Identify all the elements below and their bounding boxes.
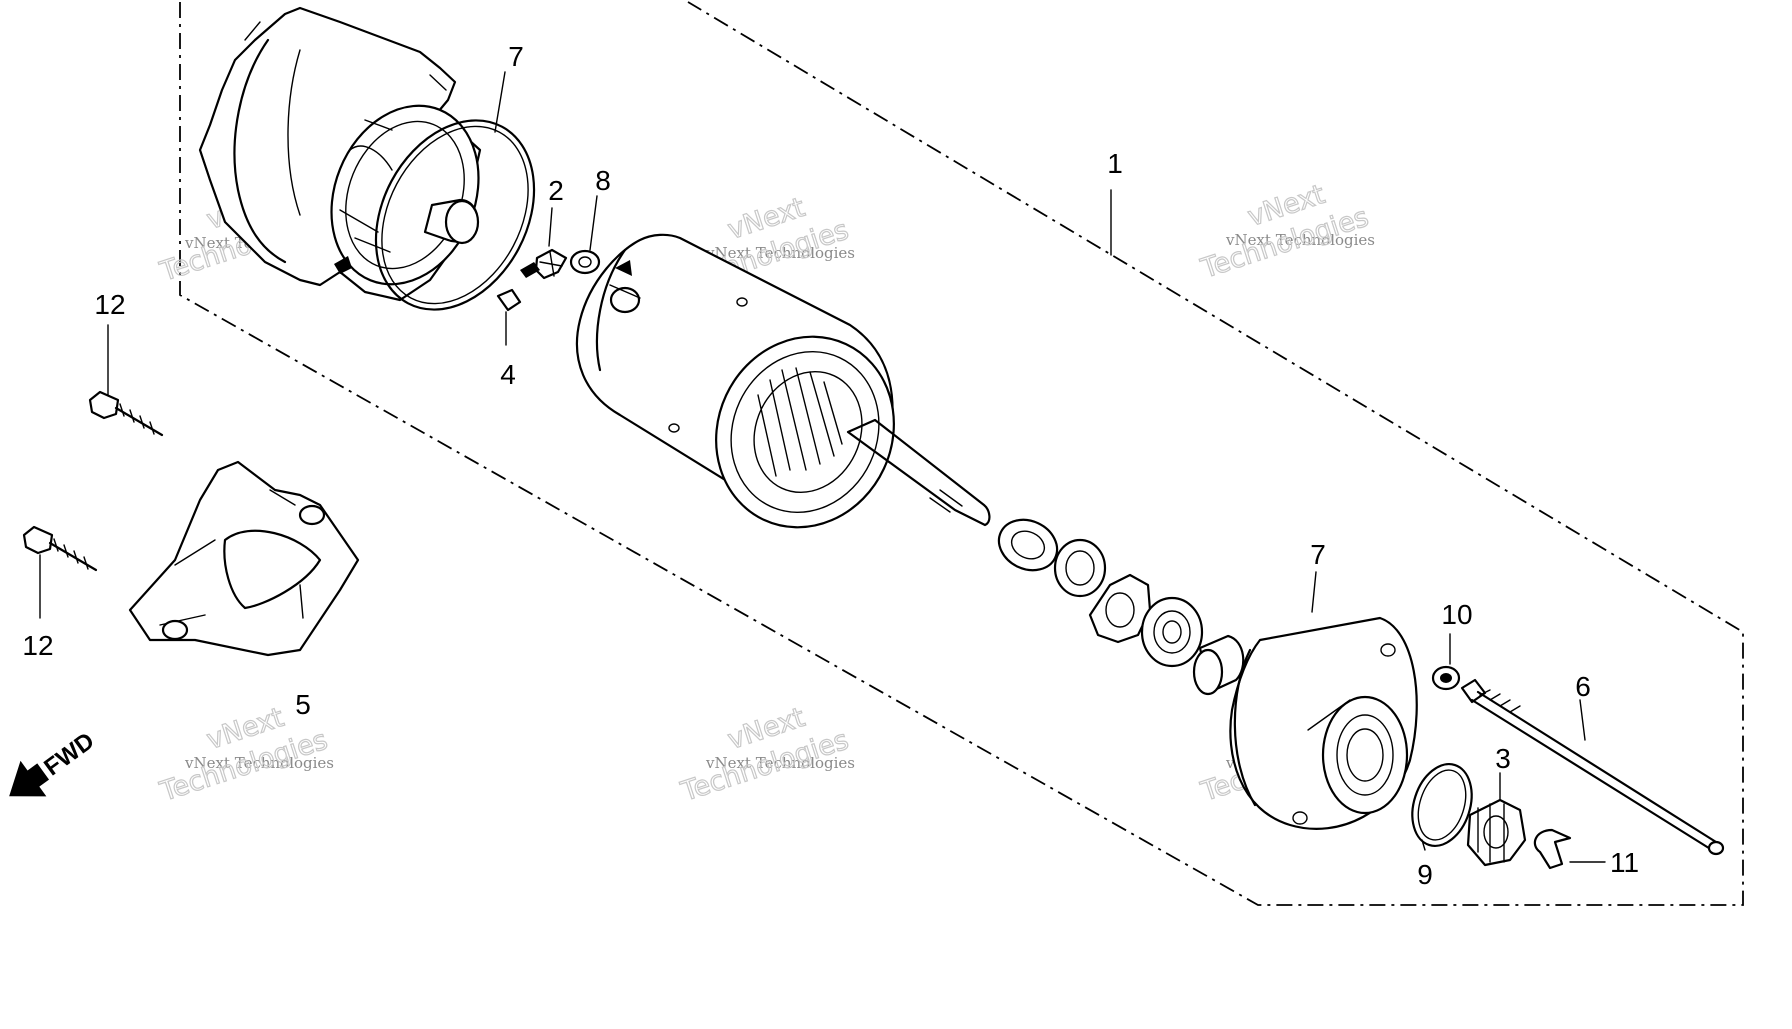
fwd-arrow-icon: [9, 760, 50, 797]
callout-numbers: 7 2 8 4 1 7 10 6 3 9 11 12 12 5: [22, 41, 1639, 890]
front-cover: [1229, 616, 1418, 830]
bearing: [1140, 596, 1204, 668]
callout-5: 5: [295, 689, 311, 720]
watermark-text: vNext Technologies: [184, 754, 334, 772]
watermark-text: vNext Technologies: [705, 244, 855, 262]
callout-12-top: 12: [94, 289, 125, 320]
mounting-bracket: [128, 460, 360, 657]
callout-9: 9: [1417, 859, 1433, 890]
thrust-washers: [997, 518, 1107, 598]
through-bolt: [1460, 678, 1725, 856]
callout-6: 6: [1575, 671, 1591, 702]
callout-8: 8: [595, 165, 611, 196]
pinion-gear: [1466, 798, 1527, 867]
rear-cover: [198, 6, 482, 302]
callout-11: 11: [1610, 847, 1639, 878]
brush-4: [496, 288, 522, 312]
o-ring-top: [374, 119, 536, 311]
bushing: [1192, 634, 1245, 696]
callout-1: 1: [1107, 148, 1123, 179]
nut-8: [569, 249, 601, 275]
o-ring-9: [1411, 763, 1473, 847]
nut-10: [1431, 665, 1461, 691]
callout-3: 3: [1495, 743, 1511, 774]
callout-4: 4: [500, 359, 516, 390]
watermark-text: vNext Technologies: [705, 754, 855, 772]
bolt-12-bottom: [22, 525, 98, 572]
callout-10: 10: [1441, 599, 1472, 630]
brush-spring: [520, 248, 568, 280]
fwd-indicator: FWD: [9, 727, 99, 797]
o-ring-top-inner: [381, 125, 529, 305]
callout-12-bottom: 12: [22, 630, 53, 661]
motor-case: [575, 233, 991, 529]
assembly-outline: [179, 1, 1744, 906]
callout-2: 2: [548, 175, 564, 206]
watermark-text: vNext Technologies: [1225, 231, 1375, 249]
callout-7-top: 7: [508, 41, 524, 72]
fwd-label: FWD: [39, 727, 99, 781]
callout-7-right: 7: [1310, 539, 1326, 570]
snap-ring: [1533, 828, 1572, 870]
bolt-12-top: [88, 390, 164, 437]
leader-lines: [39, 71, 1606, 863]
o-ring-9-inner: [1417, 769, 1467, 841]
